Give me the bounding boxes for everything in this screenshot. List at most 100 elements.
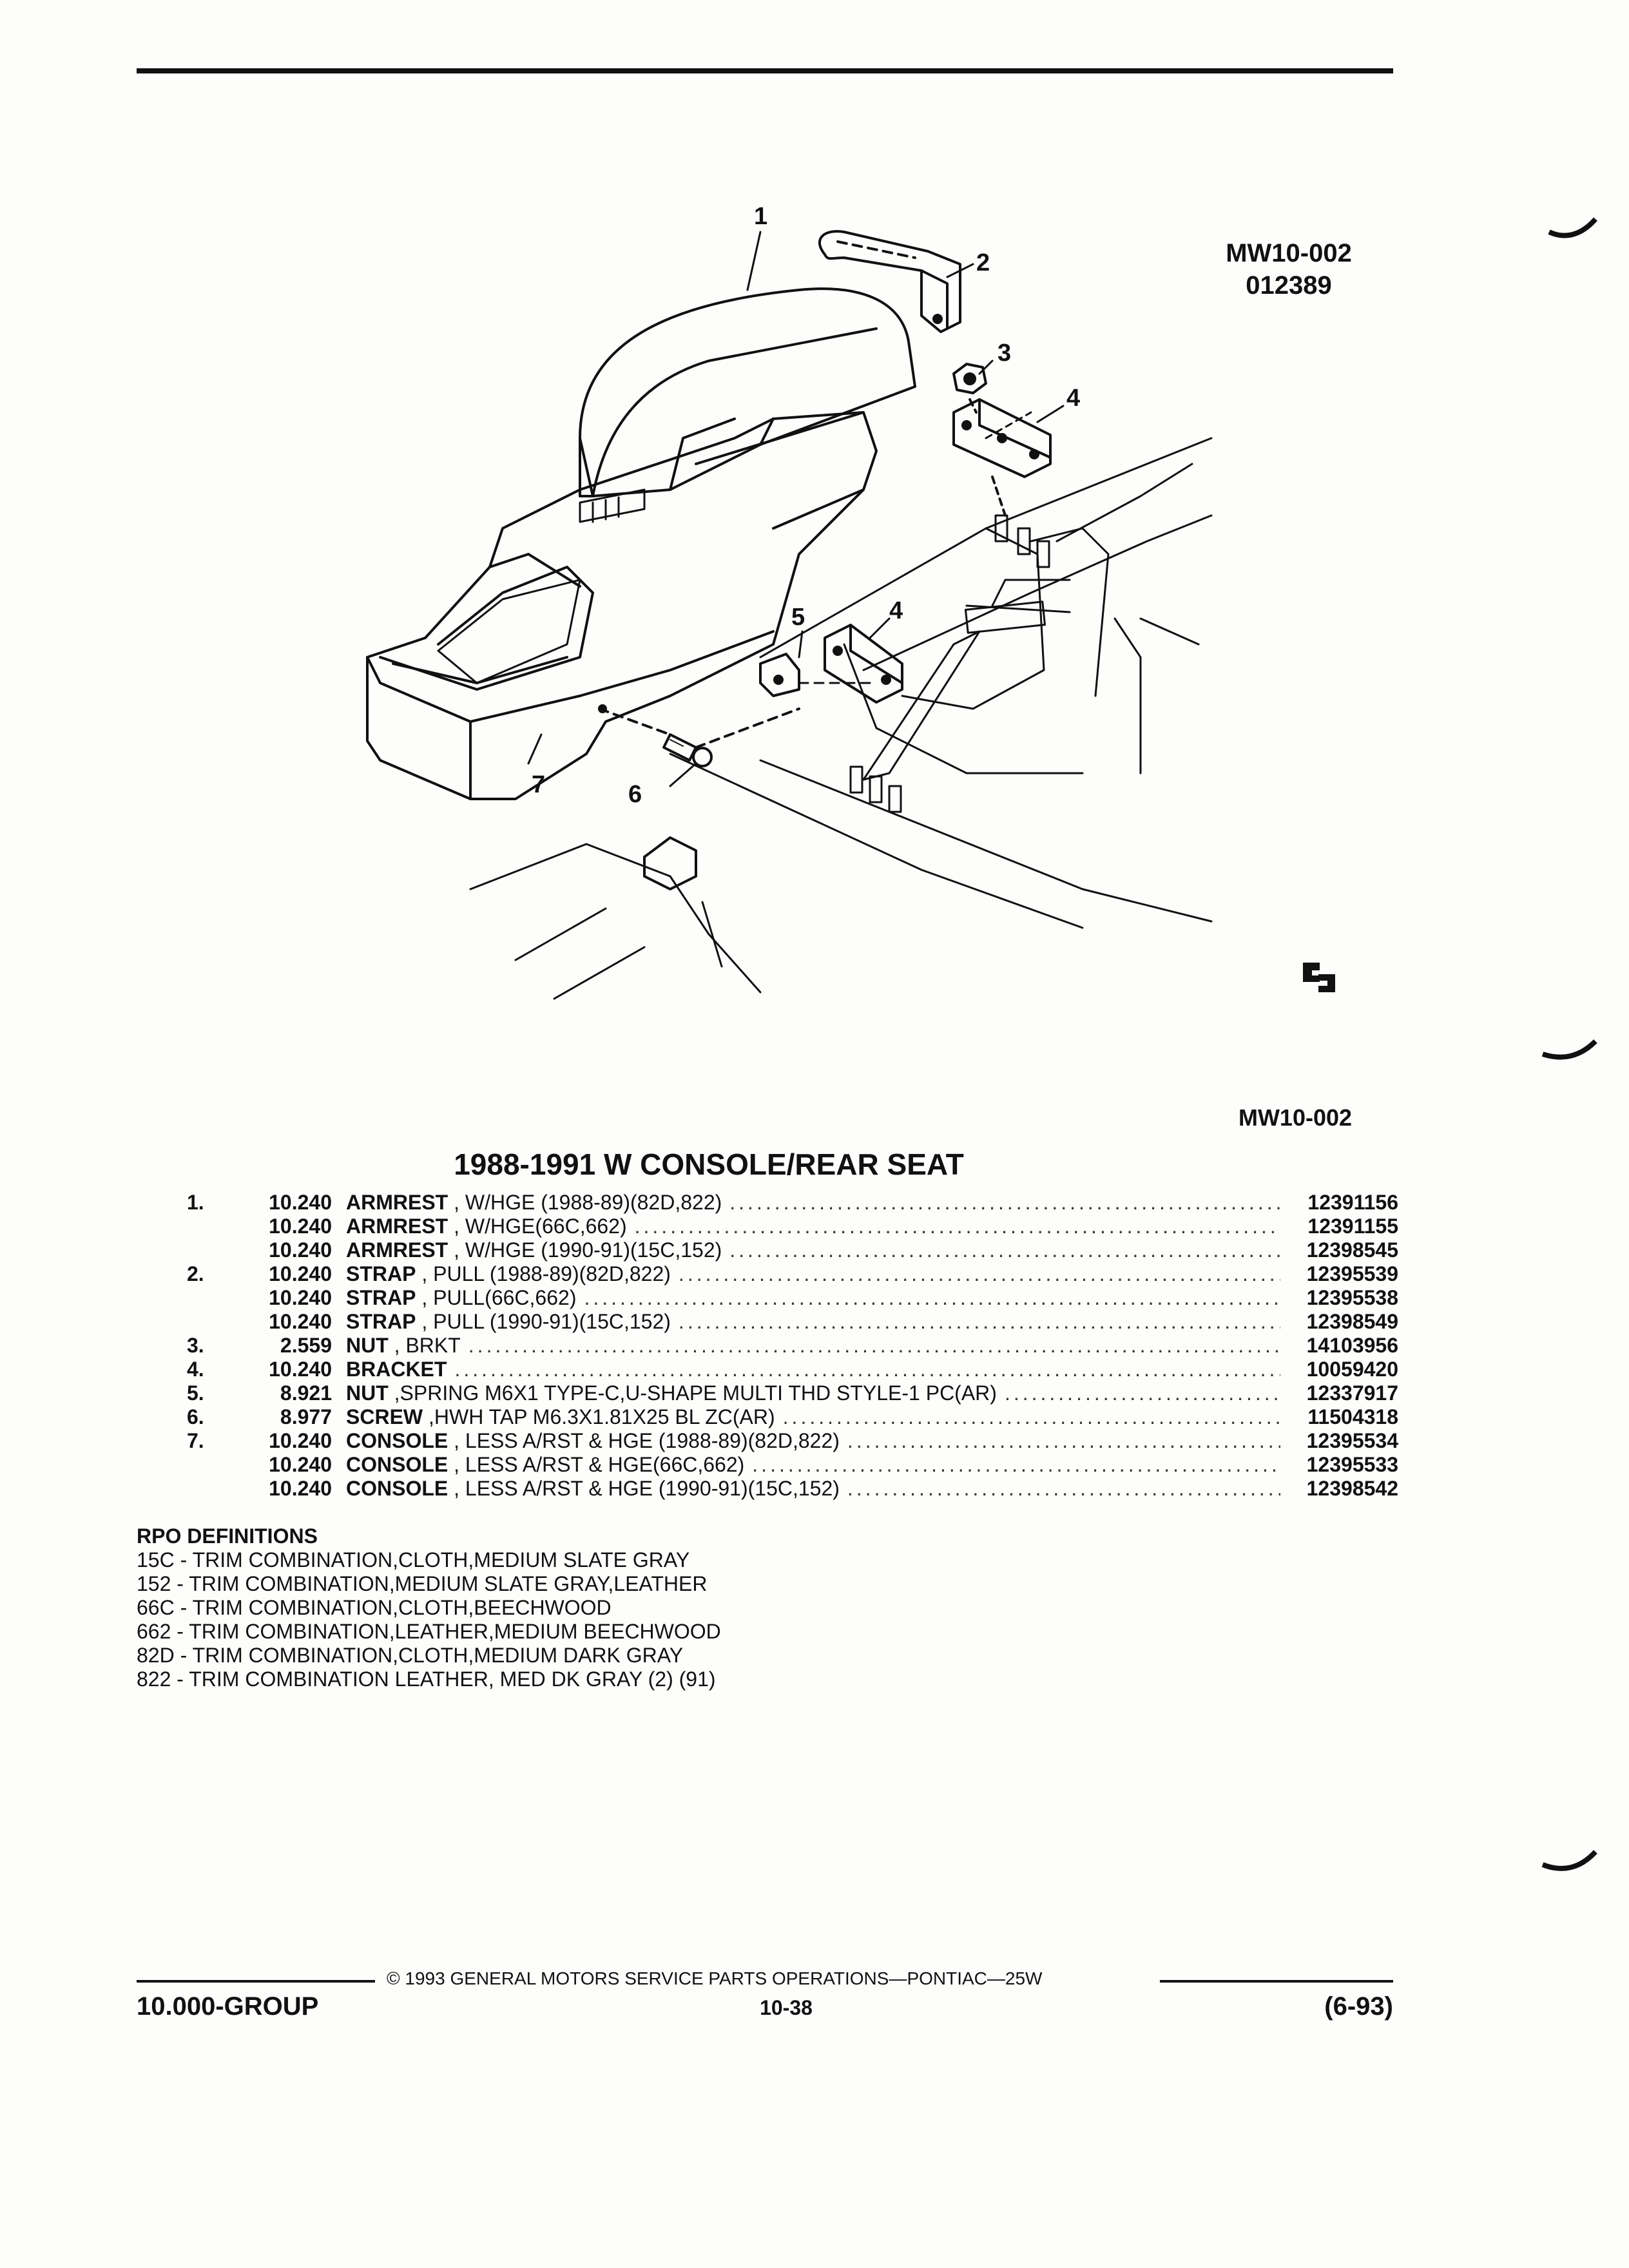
group-number: 10.240	[269, 1286, 332, 1309]
dot-leader: ........................................…	[752, 1453, 1280, 1476]
item-number: 6.	[187, 1405, 204, 1428]
group-number: 8.977	[280, 1405, 332, 1428]
floor-bump	[643, 836, 697, 890]
floor-panel-lines	[469, 411, 1213, 1000]
part-number: 12395534	[1306, 1429, 1398, 1452]
part-description: STRAP , PULL (1990-91)(15C,152).........…	[346, 1310, 1282, 1334]
group-number: 10.240	[269, 1429, 332, 1452]
part-name: SCREW	[346, 1405, 423, 1428]
parts-table: 1. 10.240 ARMREST , W/HGE (1988-89)(82D,82…	[187, 1191, 1398, 1501]
part-name: CONSOLE	[346, 1477, 448, 1500]
item-number: 1.	[187, 1191, 204, 1214]
table-row: 10.240 CONSOLE , LESS A/RST & HGE (1990-9…	[187, 1477, 1398, 1501]
callout-4a: 4	[1066, 385, 1080, 412]
rpo-item: 15C - TRIM COMBINATION,CLOTH,MEDIUM SLAT…	[137, 1548, 690, 1571]
dot-leader: ........................................…	[729, 1238, 1280, 1262]
part-number: 10059420	[1306, 1358, 1398, 1381]
item-number	[187, 1215, 251, 1238]
dot-leader: ........................................…	[678, 1262, 1280, 1285]
item-number	[187, 1238, 251, 1262]
part-name: ARMREST	[346, 1191, 448, 1214]
part-name: STRAP	[346, 1262, 416, 1285]
callout-3: 3	[998, 340, 1011, 367]
console-recess	[437, 579, 581, 684]
part-description: ARMREST , W/HGE (1988-89)(82D,822)......…	[346, 1191, 1282, 1215]
part-detail: , PULL (1990-91)(15C,152)	[421, 1310, 671, 1333]
dot-leader: ........................................…	[729, 1191, 1280, 1214]
part-description: CONSOLE , LESS A/RST & HGE (1988-89)(82D…	[346, 1429, 1282, 1453]
part-number: 12398542	[1306, 1477, 1398, 1500]
dot-leader: ........................................…	[584, 1286, 1280, 1309]
spring-nut	[759, 653, 800, 697]
item-number	[187, 1310, 251, 1334]
floor-studs-upper	[994, 514, 1050, 568]
part-number: 12391155	[1307, 1215, 1398, 1238]
part-name: CONSOLE	[346, 1453, 448, 1476]
table-row: 10.240 STRAP , PULL (1990-91)(15C,152)...…	[187, 1310, 1398, 1334]
part-name: BRACKET	[346, 1358, 447, 1381]
dot-leader: ........................................…	[468, 1334, 1280, 1357]
part-detail: , PULL(66C,662)	[421, 1286, 577, 1309]
part-number: 12395539	[1306, 1262, 1398, 1285]
part-description: STRAP , PULL (1988-89)(82D,822).........…	[346, 1262, 1282, 1286]
part-description: NUT , BRKT..............................…	[346, 1334, 1282, 1358]
upper-bracket	[952, 398, 1052, 478]
parts-list-title: 1988-1991 W CONSOLE/REAR SEAT	[454, 1148, 964, 1181]
item-number: 7.	[187, 1429, 204, 1452]
part-number: 12398549	[1306, 1310, 1398, 1333]
group-number: 10.240	[269, 1358, 332, 1381]
group-number: 10.240	[269, 1191, 332, 1214]
part-name: ARMREST	[346, 1215, 448, 1238]
part-detail: , BRKT	[394, 1334, 461, 1357]
callout-leaders	[527, 231, 1065, 787]
part-description: ARMREST , W/HGE(66C,662)................…	[346, 1215, 1282, 1238]
lower-bracket	[824, 624, 903, 704]
footer-rule-right	[1160, 1980, 1393, 1983]
item-number	[187, 1453, 251, 1477]
item-number: 4.	[187, 1358, 204, 1381]
floor-studs-lower	[849, 765, 902, 813]
top-rule	[137, 68, 1393, 73]
item-number: 5.	[187, 1381, 204, 1405]
part-name: STRAP	[346, 1310, 416, 1333]
callout-1: 1	[754, 203, 767, 230]
group-number: 10.240	[269, 1477, 332, 1500]
dot-leader: ........................................…	[847, 1429, 1280, 1452]
dot-leader: ........................................…	[678, 1310, 1280, 1333]
group-number: 10.240	[269, 1310, 332, 1333]
item-number	[187, 1286, 251, 1310]
rpo-item: 822 - TRIM COMBINATION LEATHER, MED DK G…	[137, 1667, 716, 1691]
rpo-item: 66C - TRIM COMBINATION,CLOTH,BEECHWOOD	[137, 1596, 612, 1619]
footer-date: (6-93)	[1324, 1992, 1393, 2021]
part-number: 12337917	[1306, 1381, 1398, 1405]
table-row: 10.240 STRAP , PULL(66C,662).............…	[187, 1286, 1398, 1310]
rpo-definitions: RPO DEFINITIONS 15C - TRIM COMBINATION,C…	[137, 1524, 721, 1691]
part-description: SCREW ,HWH TAP M6.3X1.81X25 BL ZC(AR)...…	[346, 1405, 1282, 1429]
part-name: ARMREST	[346, 1238, 448, 1262]
part-description: CONSOLE , LESS A/RST & HGE (1990-91)(15C…	[346, 1477, 1282, 1501]
mounting-screw	[662, 733, 713, 767]
group-number: 10.240	[269, 1262, 332, 1285]
part-detail: ,HWH TAP M6.3X1.81X25 BL ZC(AR)	[429, 1405, 775, 1428]
group-number: 8.921	[280, 1381, 332, 1405]
group-number: 10.240	[269, 1238, 332, 1262]
part-description: STRAP , PULL(66C,662)...................…	[346, 1286, 1282, 1310]
part-number: 12395533	[1306, 1453, 1398, 1476]
pull-strap	[818, 230, 961, 333]
dot-leader: ........................................…	[847, 1477, 1280, 1500]
margin-mark-2	[1541, 1039, 1597, 1060]
part-detail: , LESS A/RST & HGE (1988-89)(82D,822)	[454, 1429, 840, 1452]
armrest-hinge	[579, 488, 646, 523]
dot-leader: ........................................…	[1004, 1381, 1280, 1405]
part-detail: ,SPRING M6X1 TYPE-C,U-SHAPE MULTI THD ST…	[394, 1381, 997, 1405]
rpo-heading: RPO DEFINITIONS	[137, 1524, 318, 1548]
part-name: NUT	[346, 1381, 389, 1405]
item-number: 2.	[187, 1262, 204, 1285]
part-number: 12395538	[1306, 1286, 1398, 1309]
part-detail: , W/HGE(66C,662)	[454, 1215, 627, 1238]
rpo-item: 662 - TRIM COMBINATION,LEATHER,MEDIUM BE…	[137, 1620, 721, 1643]
ref-number: 012389	[1246, 271, 1332, 300]
